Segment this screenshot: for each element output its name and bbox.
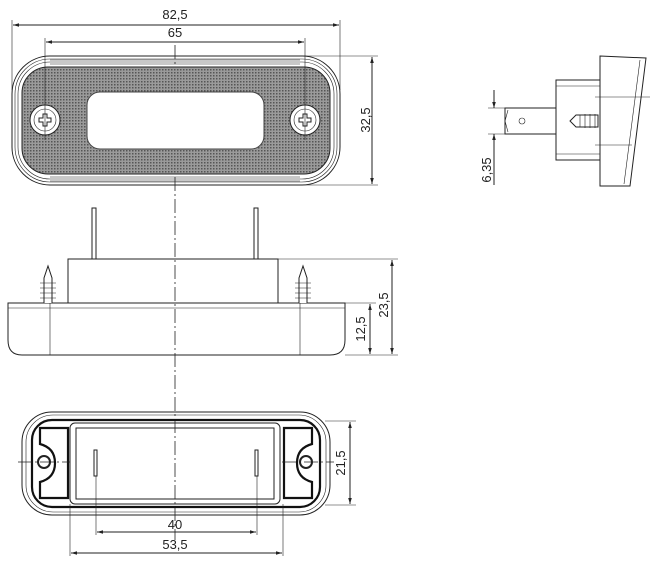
light-window [86,91,265,150]
dim-overall-length: 82,5 [162,7,187,22]
elevation-view: 23,5 12,5 [7,207,398,356]
screw-icon [43,264,53,303]
front-view: 82,5 65 32,5 [11,7,378,186]
dim-screw-spacing: 65 [168,25,182,40]
terminal-pin [253,207,259,260]
side-view: 6,35 [479,55,650,187]
outer-housing [11,55,341,186]
screw-icon [569,114,599,128]
dim-base-height: 21,5 [333,450,348,475]
terminal-pin [91,207,97,260]
dim-base-length: 53,5 [162,537,187,552]
terminal-blade [504,107,557,135]
dim-total-depth: 23,5 [376,292,391,317]
dim-housing-depth: 12,5 [353,316,368,341]
dim-terminal-width: 6,35 [479,157,494,182]
rear-view: 40 53,5 21,5 [18,411,356,556]
dim-overall-height: 32,5 [358,107,373,132]
terminal-pin [254,449,259,477]
dim-pin-spacing: 40 [168,517,182,532]
screw-icon [298,264,308,303]
terminal-pin [93,449,98,477]
